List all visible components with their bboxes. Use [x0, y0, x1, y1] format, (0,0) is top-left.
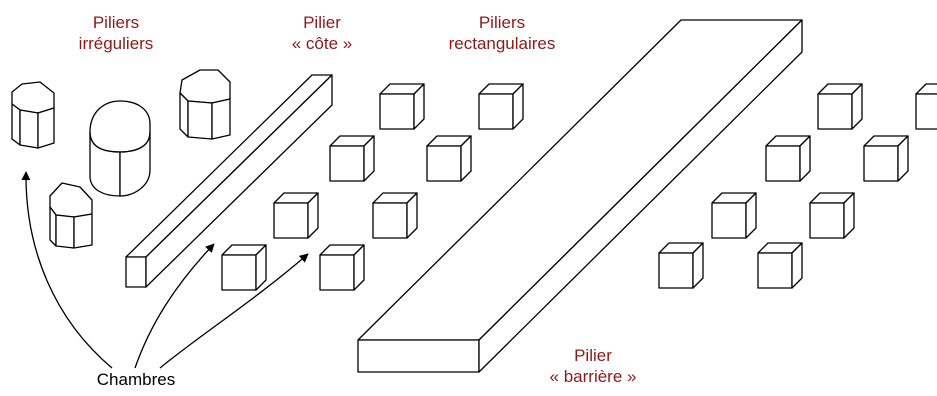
label-irregular-line-2: irréguliers [78, 34, 154, 53]
label-barrier-line-2: « barrière » [549, 367, 637, 386]
label-rib-line-2: « côte » [291, 34, 353, 53]
barrier-pillar [357, 19, 803, 373]
rib-pillar [125, 74, 333, 288]
irregular-pillar-4 [49, 182, 93, 249]
rect-pillar [915, 83, 937, 130]
rect-pillar [379, 83, 425, 130]
label-rectangular-line-2: rectangulaires [448, 34, 556, 53]
label-rooms: Chambres [96, 370, 176, 389]
rect-pillar [809, 192, 855, 239]
label-rectangular-pillars: Piliers rectangulaires [432, 12, 572, 54]
rect-pillar [372, 192, 418, 239]
label-rib-line-1: Pilier [303, 13, 341, 32]
label-irregular-pillars: Piliers irréguliers [68, 12, 164, 54]
rect-pillar [478, 83, 524, 130]
rect-pillar [757, 242, 803, 289]
rect-pillar [329, 135, 375, 182]
label-rib-pillar: Pilier « côte » [270, 12, 374, 54]
rect-pillar [221, 244, 267, 291]
irregular-pillar-3 [89, 100, 151, 197]
label-barrier-pillar: Pilier « barrière » [533, 345, 653, 387]
rect-pillar [319, 244, 365, 291]
rect-pillar [426, 135, 472, 182]
label-irregular-line-1: Piliers [92, 13, 140, 32]
label-rectangular-line-1: Piliers [478, 13, 526, 32]
rect-pillar [765, 135, 811, 182]
label-barrier-line-1: Pilier [574, 346, 612, 365]
rect-pillar [273, 192, 319, 239]
room-arrow-3 [159, 253, 309, 369]
irregular-pillar-2 [179, 69, 231, 140]
rect-pillar [658, 242, 704, 289]
rect-pillar [711, 192, 757, 239]
rect-pillar [863, 135, 909, 182]
irregular-pillar-1 [11, 81, 55, 149]
rect-pillar [817, 83, 863, 130]
room-arrow-1 [21, 171, 113, 369]
room-arrow-2 [134, 243, 215, 369]
